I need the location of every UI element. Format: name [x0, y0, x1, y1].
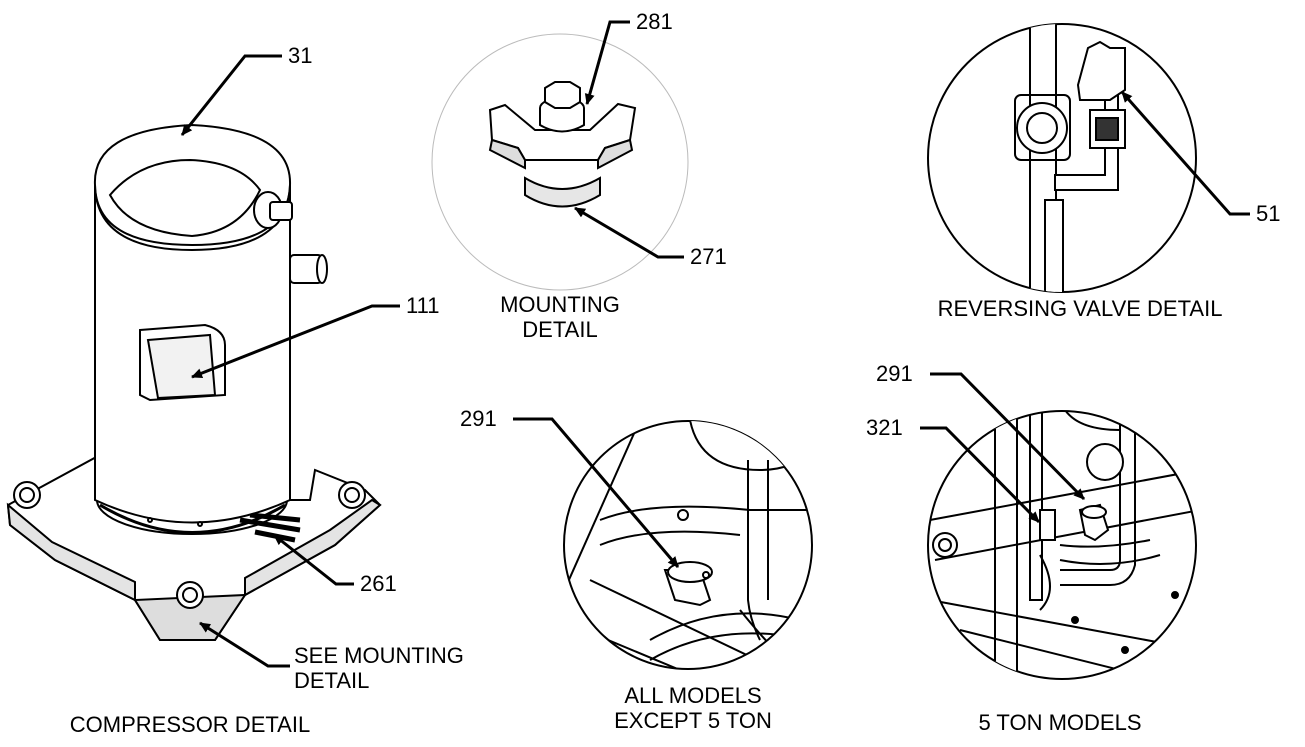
all-models-illustration: [563, 420, 813, 670]
caption-all-models: ALL MODELS EXCEPT 5 TON: [614, 683, 772, 733]
caption-see-mounting: SEE MOUNTING DETAIL: [294, 643, 464, 693]
callout-261: 261: [360, 571, 397, 596]
caption-mounting-detail: MOUNTING DETAIL: [500, 292, 620, 342]
callout-291-5ton: 291: [876, 361, 913, 386]
caption-5ton-models: 5 TON MODELS: [978, 710, 1142, 735]
callout-321: 321: [866, 415, 903, 440]
reversing-valve-illustration: [927, 23, 1197, 293]
callout-111: 111: [406, 293, 440, 318]
caption-reversing-valve: REVERSING VALVE DETAIL: [937, 296, 1223, 321]
caption-compressor-detail: COMPRESSOR DETAIL: [69, 712, 311, 737]
callout-271: 271: [690, 244, 727, 269]
callout-281: 281: [636, 9, 673, 34]
callout-31: 31: [288, 43, 313, 68]
leader-lines: [180, 20, 1250, 668]
mounting-detail-illustration: [431, 33, 689, 291]
callout-291-all-models: 291: [460, 406, 497, 431]
five-ton-illustration: [927, 410, 1197, 680]
callout-51: 51: [1256, 201, 1281, 226]
compressor-illustration: [6, 123, 382, 641]
